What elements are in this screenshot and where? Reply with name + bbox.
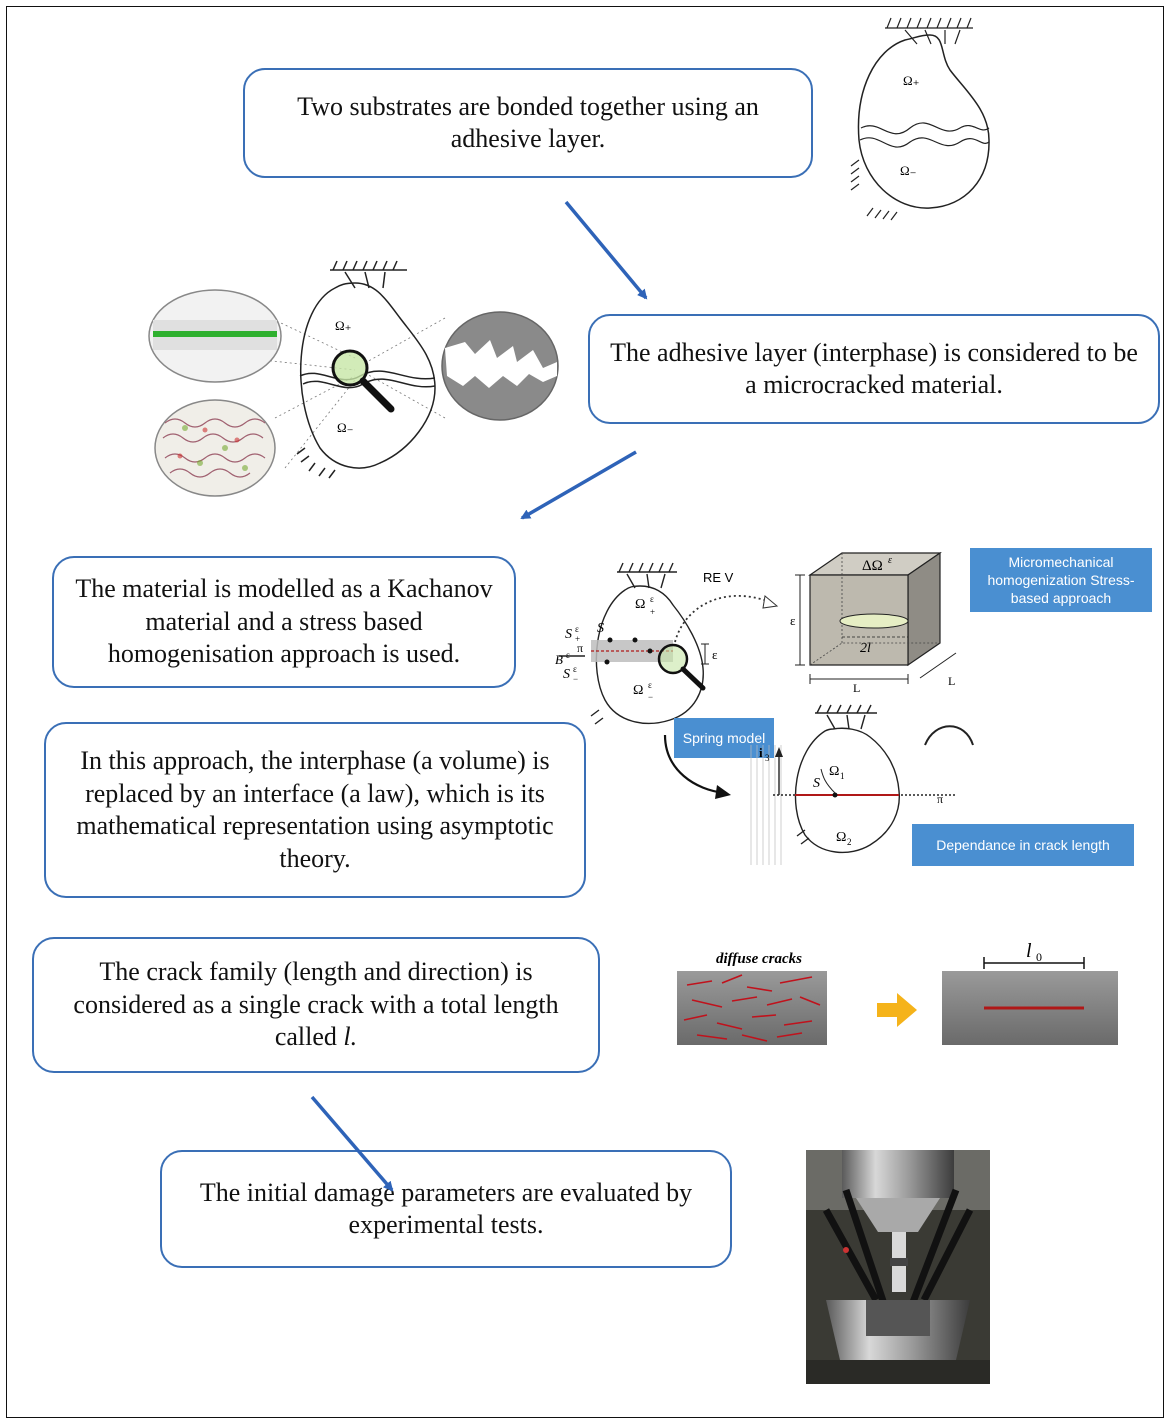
svg-text:−: − [573,674,578,684]
svg-text:S: S [563,667,570,682]
figure-frame [6,6,1164,1418]
step-5-text: The crack family (length and direction) … [73,957,559,1052]
step-2-text: The adhesive layer (interphase) is consi… [610,337,1138,400]
diffuse-cracks-label: diffuse cracks [716,951,802,967]
step-2-box: The adhesive layer (interphase) is consi… [588,314,1160,424]
svg-text:ε: ε [648,680,652,690]
step-1-box: Two substrates are bonded together using… [243,68,813,178]
bonded-substrates-figure: Ω₊ Ω₋ [850,17,990,221]
two-l-label: 2l [860,641,871,656]
omega-plus-label: Ω₊ [903,73,920,88]
crack-equivalence-figure: diffuse cracks l 0 [677,940,1118,1045]
svg-text:2: 2 [847,837,852,847]
svg-text:S: S [565,627,572,642]
svg-text:3: 3 [765,753,770,763]
step-3-box: The material is modelled as a Kachanov m… [52,556,516,688]
eps-box-label: ε [790,613,796,628]
svg-text:1: 1 [840,771,845,781]
step-4-box: In this approach, the interphase (a volu… [44,722,586,898]
L-side-label: L [948,674,955,688]
micromechanical-tag: Micromechanical homogenization Stress-ba… [970,548,1152,612]
delta-omega-box-figure: ΔΩ ε ε 2l L L [790,551,957,695]
omega-eps-plus-label: Ω [635,597,645,612]
rev-label: RE V [703,570,734,585]
dependance-tag: Dependance in crack length [912,824,1134,866]
step-6-box: The initial damage parameters are evalua… [160,1150,732,1268]
L-bottom-label: L [853,681,860,695]
omega2-label: Ω [836,830,846,845]
omega-plus-2-label: Ω₊ [335,318,352,333]
omega1-label: Ω [829,764,839,779]
svg-text:ε: ε [888,555,892,566]
pi-label: π [577,641,583,655]
interphase-zoom-figure: Ω₊ Ω₋ [148,260,559,497]
b-eps-label: B [555,652,563,667]
omega-minus-2-label: Ω₋ [337,420,354,435]
svg-text:0: 0 [1036,950,1042,964]
svg-text:ε: ε [575,624,579,634]
step-1-text: Two substrates are bonded together using… [297,91,759,154]
svg-text:ε: ε [573,664,577,674]
i3-label: i [759,745,763,760]
delta-omega-label: ΔΩ [862,558,883,574]
experimental-test-photo [806,1150,990,1384]
omega-eps-minus-label: Ω [633,683,643,698]
pi-interface-label: π [937,792,943,806]
omega-minus-label: Ω₋ [900,163,917,178]
eps-small-label: ε [712,647,718,662]
svg-text:ε: ε [566,650,570,660]
step-5-box: The crack family (length and direction) … [32,937,600,1073]
step-4-text: In this approach, the interphase (a volu… [76,746,554,873]
svg-text:+: + [575,634,580,644]
s-interface-label: S [813,776,820,791]
s-label: S [597,621,604,636]
svg-text:−: − [648,692,653,702]
l0-label: l [1026,940,1032,962]
svg-text:+: + [650,607,655,617]
spring-model-tag: Spring model [674,718,774,758]
step-6-text: The initial damage parameters are evalua… [199,1177,693,1240]
arrow-2 [520,450,637,520]
svg-text:ε: ε [650,594,654,604]
arrow-1 [564,200,648,300]
arrow-3 [310,1095,394,1192]
step-3-text: The material is modelled as a Kachanov m… [75,574,493,669]
